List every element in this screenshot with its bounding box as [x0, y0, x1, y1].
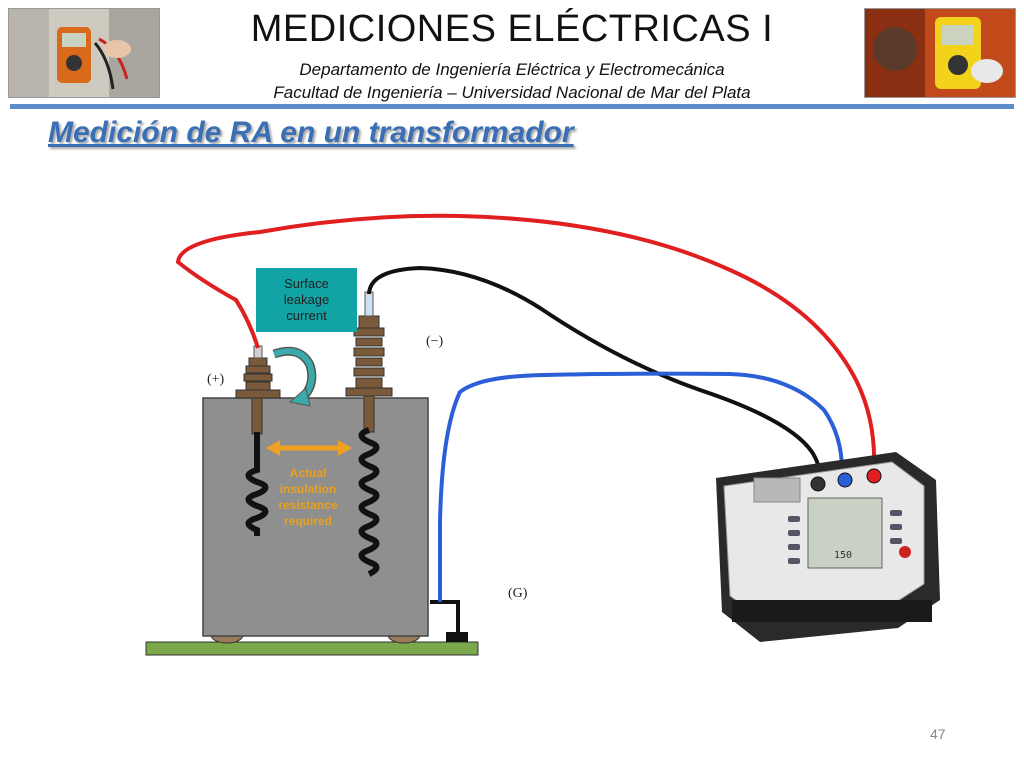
insulation-tester	[716, 452, 940, 642]
tester-button	[788, 516, 800, 522]
header-department: Departamento de Ingeniería Eléctrica y E…	[299, 60, 725, 79]
tester-test-button	[899, 546, 911, 558]
terminal-label-negative: (−)	[426, 334, 444, 349]
header-faculty: Facultad de Ingeniería – Universidad Nac…	[273, 83, 751, 102]
tester-button	[788, 558, 800, 564]
terminal-jack-guard	[837, 472, 853, 488]
tester-display	[807, 497, 883, 569]
terminal-jack-positive	[866, 468, 882, 484]
bushing-negative	[345, 291, 393, 433]
lead-negative	[367, 265, 822, 479]
tester-display-reading: 150	[834, 550, 853, 561]
transformer-tank	[202, 397, 429, 637]
header-title: MEDICIONES ELÉCTRICAS I	[250, 8, 774, 50]
lead-positive	[175, 213, 877, 471]
insulation-resistance-label: Actual insulation resistance required	[278, 466, 338, 528]
tester-button	[890, 510, 902, 516]
tester-button	[788, 530, 800, 536]
lead-guard	[438, 371, 844, 602]
winding-negative	[358, 427, 380, 577]
multimeter-photo-left	[8, 8, 160, 98]
bushing-positive	[235, 345, 281, 435]
terminal-label-positive: (+)	[207, 372, 225, 387]
insulation-tester-photo-right	[864, 8, 1016, 98]
page-number: 47	[930, 726, 946, 742]
tester-case-base	[732, 600, 932, 622]
terminal-jack-negative	[810, 476, 826, 492]
tester-button	[788, 544, 800, 550]
guard-ground-bracket	[430, 600, 468, 642]
tester-panel-label	[753, 477, 801, 503]
tester-button	[890, 538, 902, 544]
terminal-label-guard: (G)	[508, 586, 528, 601]
tester-button	[890, 524, 902, 530]
surface-leakage-label: Surface leakage current	[256, 268, 357, 332]
header-divider	[10, 104, 1014, 109]
insulation-arrow	[266, 440, 352, 456]
leakage-curved-arrow	[272, 346, 317, 407]
slide-title: Medición de RA en un transformador	[48, 116, 574, 149]
ground-plate	[145, 641, 479, 656]
winding-positive	[245, 432, 269, 536]
